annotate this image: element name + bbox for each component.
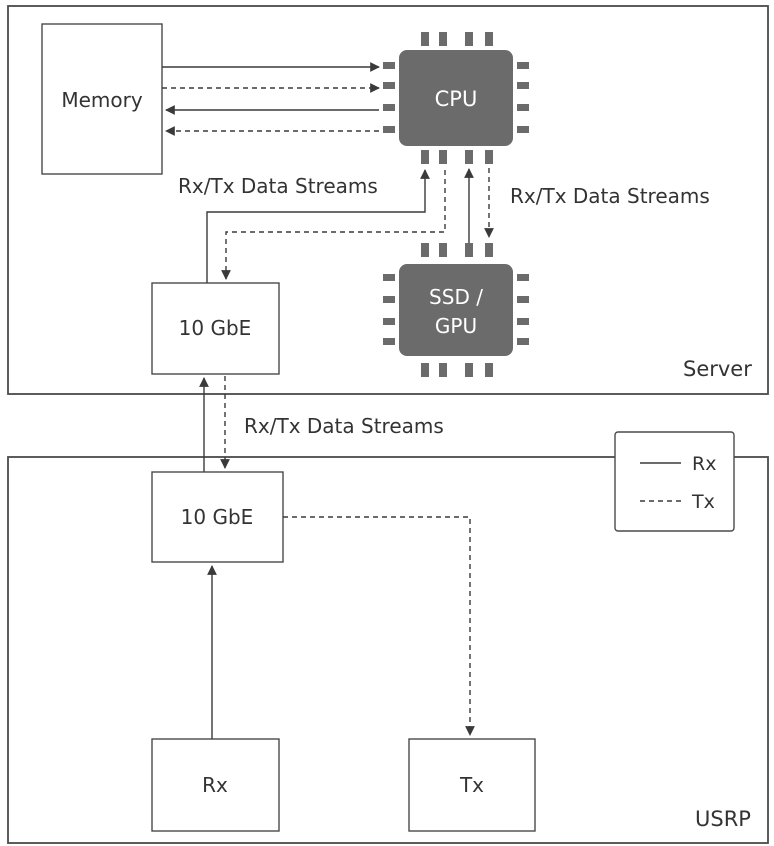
ssd-gpu-pins [383,243,529,377]
cpu-pins [383,32,529,164]
memory-label: Memory [61,88,143,112]
usrp-nic-label: 10 GbE [181,505,254,529]
ssd-gpu-chip-body [399,264,513,356]
streams-right-label: Rx/Tx Data Streams [510,184,710,208]
usrp-label: USRP [695,807,751,831]
server-label: Server [683,357,752,381]
cpu-chip-body [399,50,513,146]
usrp-tx-label: Tx [459,773,484,797]
nic-cpu-links [206,169,446,283]
usrp-internal-links [207,516,475,739]
ssd-gpu-chip: SSD / GPU [383,243,529,377]
cpu-to-nic-tx-arrow [221,170,446,280]
ssd-gpu-label-line2: GPU [435,314,477,338]
legend-box [614,431,735,532]
cpu-ssd-links [464,168,494,243]
ssd-gpu-label-line1: SSD / [429,285,483,309]
legend-tx-label: Tx [691,491,715,513]
memory-box [41,23,163,175]
server-usrp-links [199,376,230,472]
usrp-rx-label: Rx [202,773,228,797]
usrp-tx-box [408,738,536,832]
memory-cpu-links [162,62,380,136]
nic-to-cpu-rx-arrow [206,169,430,283]
usrp-nic-box [151,471,284,563]
cpu-chip: CPU [383,32,529,164]
link-streams-label: Rx/Tx Data Streams [244,414,444,438]
cpu-label: CPU [435,87,478,111]
server-nic-box [151,282,280,375]
usrp-rx-box [151,738,280,832]
legend: Rx Tx [614,431,735,532]
legend-rx-label: Rx [692,453,716,475]
server-nic-label: 10 GbE [179,316,252,340]
streams-left-label: Rx/Tx Data Streams [178,174,378,198]
